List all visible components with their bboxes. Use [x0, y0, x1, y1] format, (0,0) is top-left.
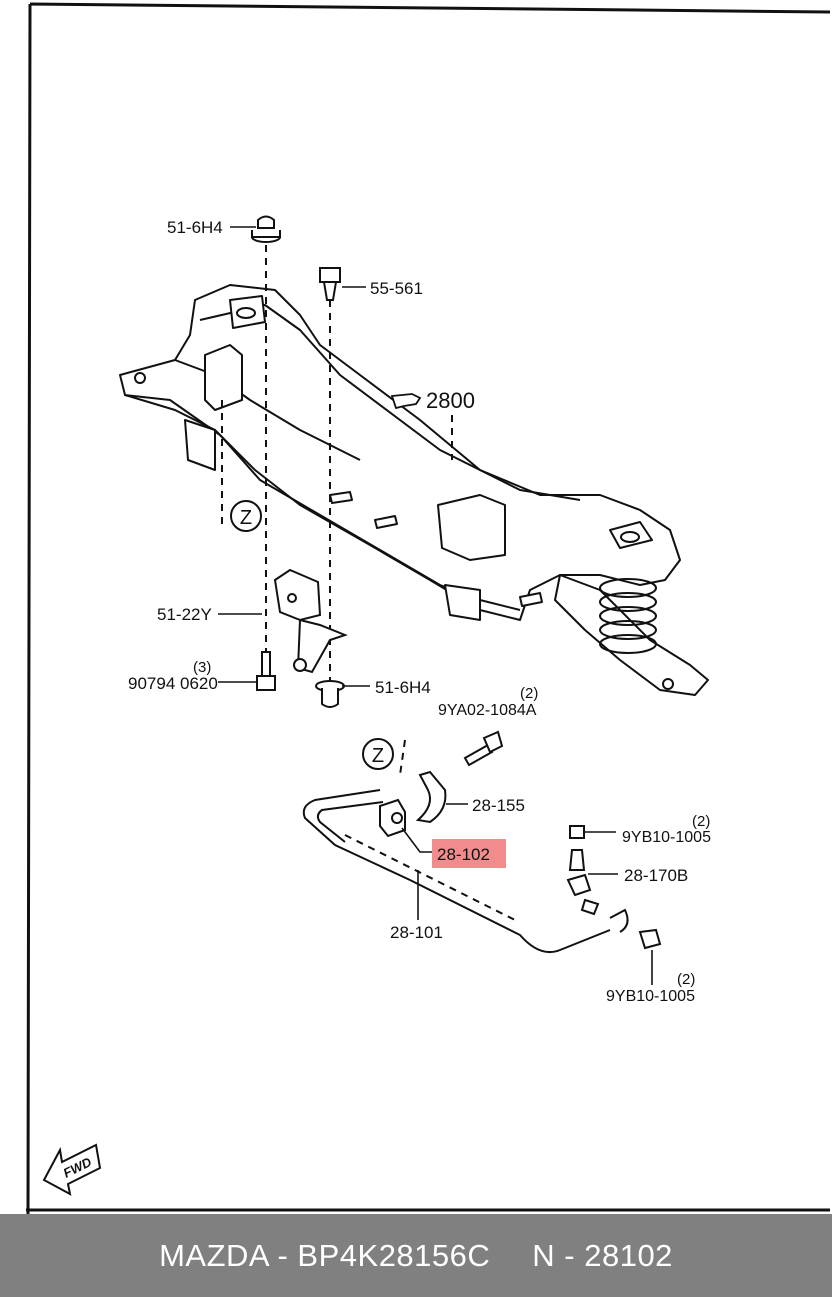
page-border: [26, 2, 831, 1214]
label-9YA02-1084A: 9YA02-1084A: [438, 702, 537, 719]
label-9YB10-1005-bottom: 9YB10-1005: [606, 988, 695, 1005]
stabilizer-link-drawing: [566, 825, 662, 950]
collar-top-drawing: [251, 215, 281, 243]
label-28-101: 28-101: [390, 923, 443, 942]
fwd-arrow-icon: FWD: [42, 1143, 102, 1196]
highlight-28-102: [432, 839, 506, 868]
footer-part-number: N - 28102: [532, 1237, 673, 1273]
bushing-drawing: [379, 798, 406, 838]
link-bolt-drawing: [463, 730, 504, 767]
z-marker-bottom: Z: [362, 738, 394, 770]
collar-lower-drawing: [315, 680, 345, 708]
leader-lines: [218, 226, 653, 985]
bolt-upper-drawing: [319, 267, 341, 301]
label-28-102: 28-102: [437, 845, 490, 864]
stabilizer-bar-drawing: [302, 789, 629, 954]
clamp-drawing: [415, 770, 447, 824]
svg-text:Z: Z: [240, 507, 252, 529]
label-9YB10-1005-top: 9YB10-1005: [622, 829, 711, 846]
parts-diagram: Z Z: [26, 2, 831, 1214]
svg-text:Z: Z: [372, 745, 384, 767]
crossmember-drawing: [119, 284, 709, 696]
label-nut-top-qty: (2): [692, 813, 710, 830]
z-marker-top: Z: [230, 500, 262, 532]
footer-brand-code: MAZDA - BP4K28156C: [159, 1237, 491, 1273]
label-51-6H4-bottom: 51-6H4: [375, 678, 431, 697]
bolt-lower-drawing: [256, 651, 276, 691]
label-link-bolt-qty: (2): [520, 685, 538, 702]
label-55-561: 55-561: [370, 279, 423, 298]
label-bolt-qty: (3): [193, 659, 211, 676]
pointer-hand-icon: [390, 393, 422, 410]
label-51-6H4-top: 51-6H4: [167, 218, 223, 237]
label-28-155: 28-155: [472, 796, 525, 815]
assembly-lines: [221, 245, 516, 921]
label-90794-0620: 90794 0620: [128, 674, 218, 693]
label-28-170B: 28-170B: [624, 866, 688, 885]
label-51-22Y: 51-22Y: [157, 605, 212, 624]
bracket-drawing: [273, 568, 348, 674]
label-nut-bottom-qty: (2): [677, 971, 695, 988]
label-2800: 2800: [426, 388, 475, 413]
footer-bar: MAZDA - BP4K28156C N - 28102: [0, 1214, 832, 1297]
coil-spring-drawing: [599, 578, 657, 654]
